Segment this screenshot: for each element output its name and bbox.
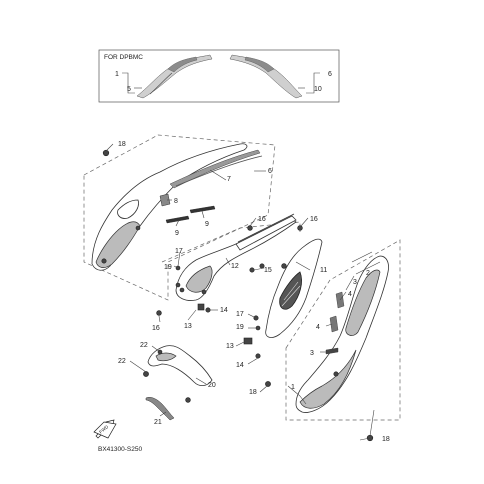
callout-17b: 17	[236, 311, 244, 318]
air-scoop-panel	[175, 213, 297, 301]
rubber-strip	[145, 397, 175, 421]
inset-label-1: 1	[115, 71, 119, 78]
fwd-arrow-icon: FWD	[93, 419, 117, 439]
side-cover-upper	[91, 143, 248, 271]
callout-13b: 13	[226, 343, 234, 350]
callout-labels: 18 6 7 8 9 9 16 16 17 19 12 15 11 2 3 4 …	[118, 141, 390, 443]
callout-22b: 22	[118, 358, 126, 365]
inset-label-10: 10	[314, 86, 322, 93]
callout-20: 20	[208, 382, 216, 389]
decal-small	[329, 315, 339, 333]
fwd-label: FWD	[98, 424, 110, 435]
callout-14b: 14	[236, 362, 244, 369]
diagram-code: BX41300-S250	[98, 446, 142, 453]
callout-6: 6	[268, 168, 272, 175]
callout-18: 18	[118, 141, 126, 148]
callout-15: 15	[264, 267, 272, 274]
callout-4: 4	[348, 291, 352, 298]
bracket-assembly	[143, 345, 213, 403]
callout-16b: 16	[310, 216, 318, 223]
callout-2: 2	[366, 270, 370, 277]
inset-label-6: 6	[328, 71, 332, 78]
decal-strip	[189, 205, 216, 214]
callout-19b: 19	[236, 324, 244, 331]
inset-panel: FOR DPBMC 1 5 6 10	[98, 49, 340, 103]
callout-17: 17	[175, 248, 183, 255]
leader-lines	[105, 143, 375, 441]
decal-small	[159, 193, 171, 207]
callout-12: 12	[231, 263, 239, 270]
callout-9b: 9	[205, 221, 209, 228]
callout-22: 22	[140, 342, 148, 349]
assembly-boundary-upper	[83, 134, 276, 301]
bolt-18-lower	[265, 381, 271, 387]
callout-21: 21	[154, 419, 162, 426]
panel-mount-hole	[135, 225, 141, 231]
panel-mount-hole	[101, 258, 107, 264]
callout-16c: 16	[152, 325, 160, 332]
callout-18c: 18	[382, 436, 390, 443]
decal-small	[325, 347, 339, 355]
bolt-18-top	[102, 149, 110, 157]
fastener-group	[156, 225, 303, 359]
callout-18b: 18	[249, 389, 257, 396]
callout-3: 3	[353, 279, 357, 286]
callout-7: 7	[227, 176, 231, 183]
inset-left-decal	[136, 54, 213, 99]
callout-11: 11	[320, 267, 327, 274]
callout-1: 1	[291, 384, 295, 391]
radiator-shroud	[265, 238, 323, 338]
callout-9: 9	[175, 230, 179, 237]
callout-13: 13	[184, 323, 192, 330]
callout-16: 16	[258, 216, 266, 223]
side-cover-lower	[295, 251, 389, 413]
callout-4b: 4	[316, 324, 320, 331]
inset-caption: FOR DPBMC	[104, 54, 143, 61]
inset-frame	[98, 49, 340, 103]
inset-right-decal	[229, 54, 303, 99]
callout-14: 14	[220, 307, 228, 314]
callout-3b: 3	[310, 350, 314, 357]
decal-stripe-thin	[175, 155, 263, 187]
callout-19: 19	[164, 264, 172, 271]
decal-strip	[165, 215, 190, 224]
callout-8: 8	[174, 198, 178, 205]
inset-label-5: 5	[127, 86, 131, 93]
